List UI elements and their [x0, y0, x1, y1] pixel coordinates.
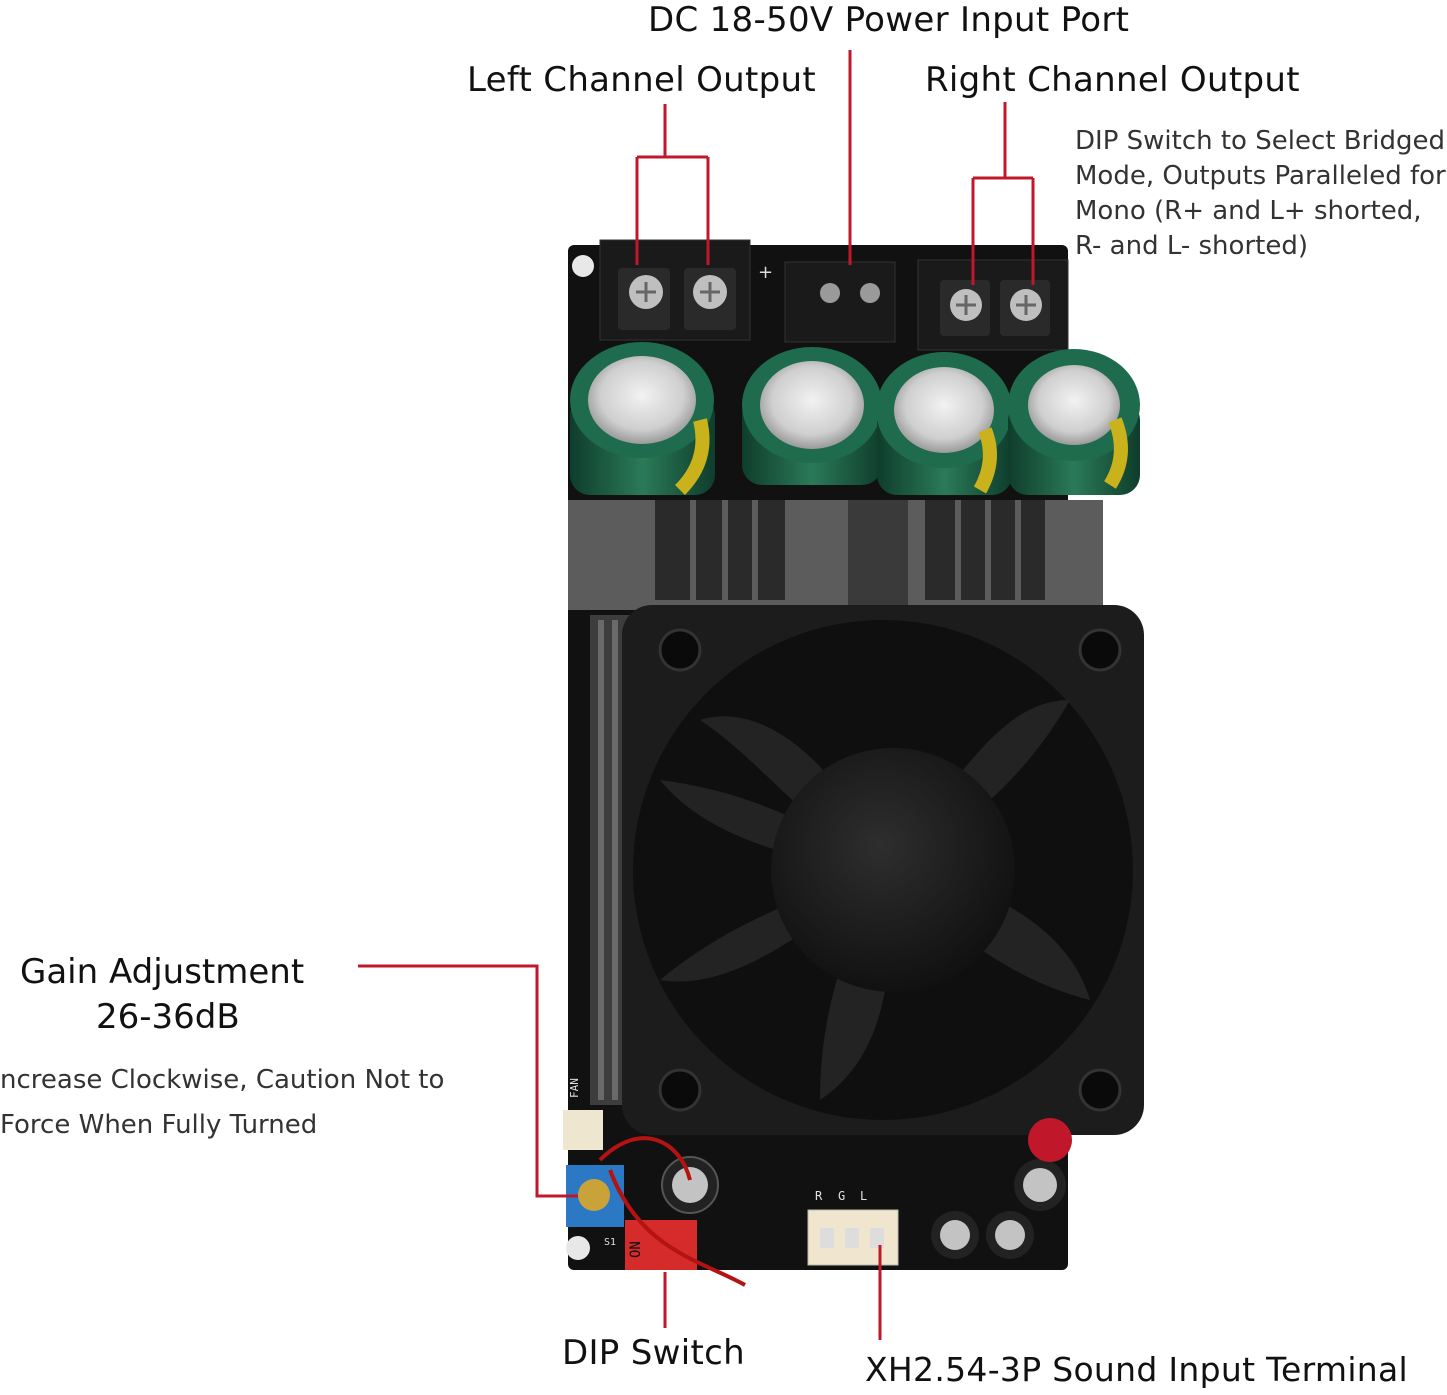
- right-output-terminal: [917, 259, 1069, 351]
- mount-hole-icon: [566, 1236, 590, 1260]
- on-silk-label: ON: [628, 1241, 644, 1258]
- filter-capacitors: [570, 342, 1140, 495]
- gain-note-line-1: ncrease Clockwise, Caution Not to: [0, 1065, 445, 1095]
- screw-icon: [658, 1068, 702, 1112]
- rgl-silk-label-g: G: [838, 1189, 845, 1203]
- fan-hub: [771, 748, 1015, 992]
- fan-silk-label: FAN: [568, 1078, 581, 1098]
- capacitor: [742, 347, 882, 485]
- screw-icon: [860, 283, 880, 303]
- fan-connector: [563, 1110, 603, 1150]
- power-input-terminal: +: [758, 261, 896, 343]
- left-output-terminal: [599, 239, 751, 341]
- inductor-row: [568, 500, 1103, 610]
- right-output-leader-line: [971, 102, 1035, 285]
- svg-text:+: +: [758, 262, 773, 283]
- cooling-fan: [622, 605, 1144, 1135]
- lower-components: [563, 1110, 1072, 1287]
- power-input-label: DC 18-50V Power Input Port: [648, 0, 1130, 40]
- leader-lines: [358, 50, 1035, 1340]
- mount-hole-icon: [572, 255, 594, 277]
- rgl-silk-label-r: R: [815, 1189, 823, 1203]
- capacitor: [570, 342, 715, 495]
- right-output-label: Right Channel Output: [925, 60, 1300, 100]
- bridge-dip-note: DIP Switch to Select Bridged Mode, Outpu…: [1075, 124, 1446, 264]
- screw-icon: [1078, 628, 1122, 672]
- capacitor: [876, 352, 1012, 495]
- left-output-leader-line: [635, 104, 710, 265]
- gain-range: 26-36dB: [96, 997, 240, 1037]
- dip-switch-block: [625, 1220, 697, 1270]
- gain-title: Gain Adjustment: [20, 952, 305, 992]
- bridge-dip-line-3: Mono (R+ and L+ shorted,: [1075, 196, 1422, 226]
- gain-leader-line: [358, 964, 578, 1198]
- sound-input-label: XH2.54-3P Sound Input Terminal: [865, 1350, 1408, 1389]
- bridge-dip-line-2: Mode, Outputs Paralleled for: [1075, 161, 1446, 191]
- left-output-label: Left Channel Output: [467, 60, 816, 100]
- knob-icon: [578, 1179, 610, 1211]
- bridge-dip-line-4: R- and L- shorted): [1075, 231, 1308, 261]
- screw-icon: [1078, 1068, 1122, 1112]
- screw-icon: [658, 628, 702, 672]
- fan-wire: [598, 1136, 746, 1287]
- capacitor: [1008, 349, 1140, 495]
- screw-icon: [820, 283, 840, 303]
- gain-note: ncrease Clockwise, Caution Not to Force …: [0, 1058, 444, 1148]
- dip-switch-label: DIP Switch: [562, 1333, 745, 1373]
- small-capacitor: [1028, 1118, 1072, 1162]
- gain-note-line-2: Force When Fully Turned: [0, 1110, 318, 1140]
- bridge-dip-line-1: DIP Switch to Select Bridged: [1075, 126, 1445, 156]
- s1-silk-label: S1: [604, 1237, 616, 1248]
- rgl-silk-label-l: L: [860, 1189, 867, 1203]
